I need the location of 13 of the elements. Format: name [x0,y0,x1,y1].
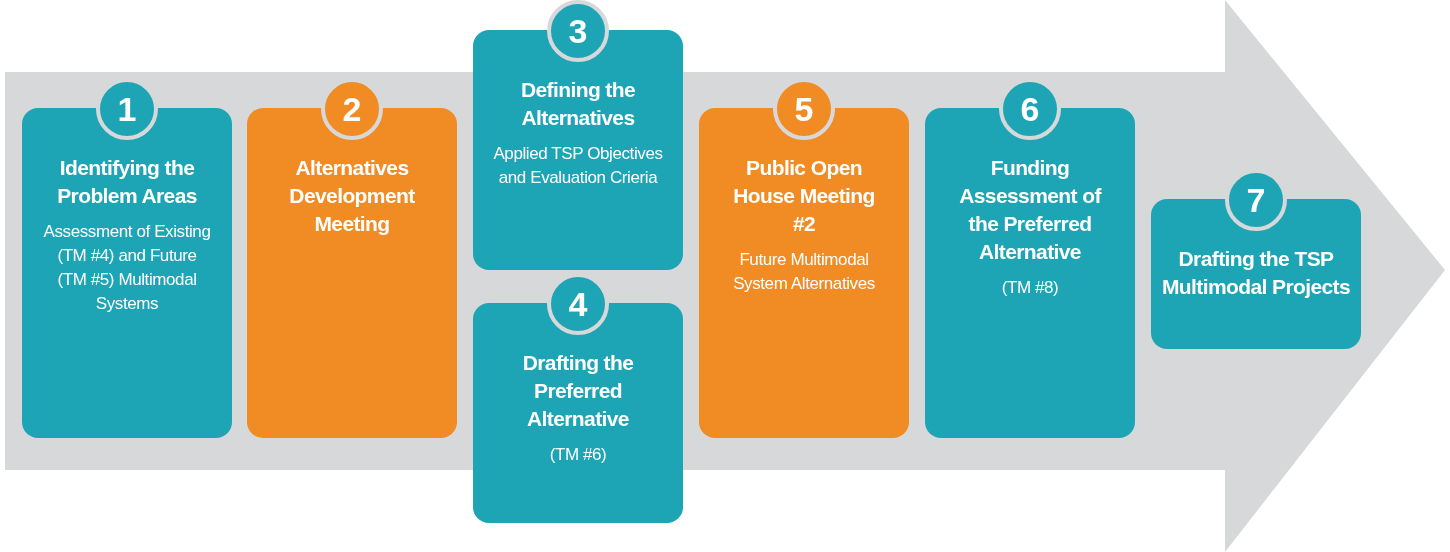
step-description: Applied TSP Objectives and Evaluation Crieria [493,143,663,189]
step-title: Identifying the Problem Areas [56,155,198,209]
step-description: (TM #6) [548,444,608,466]
step-title: Drafting the Preferred Alternative [521,350,635,432]
step-title: Defining the Alternatives [519,77,637,131]
step-description: (TM #8) [1000,277,1060,299]
step-title: Alternatives Development Meeting [288,155,416,237]
step-title: Public Open House Meeting #2 [732,155,876,237]
step-description: Future Multimodal System Alternatives [732,249,876,295]
step-description: Assessment of Existing (TM #4) and Future (TM #5) Multimodal Systems [42,221,212,315]
step-title: Drafting the TSP Multimodal Projects [1161,246,1351,300]
step-number-badge: 3 [547,0,609,62]
step-title: Funding Assessment of the Preferred Alternative [958,155,1103,265]
